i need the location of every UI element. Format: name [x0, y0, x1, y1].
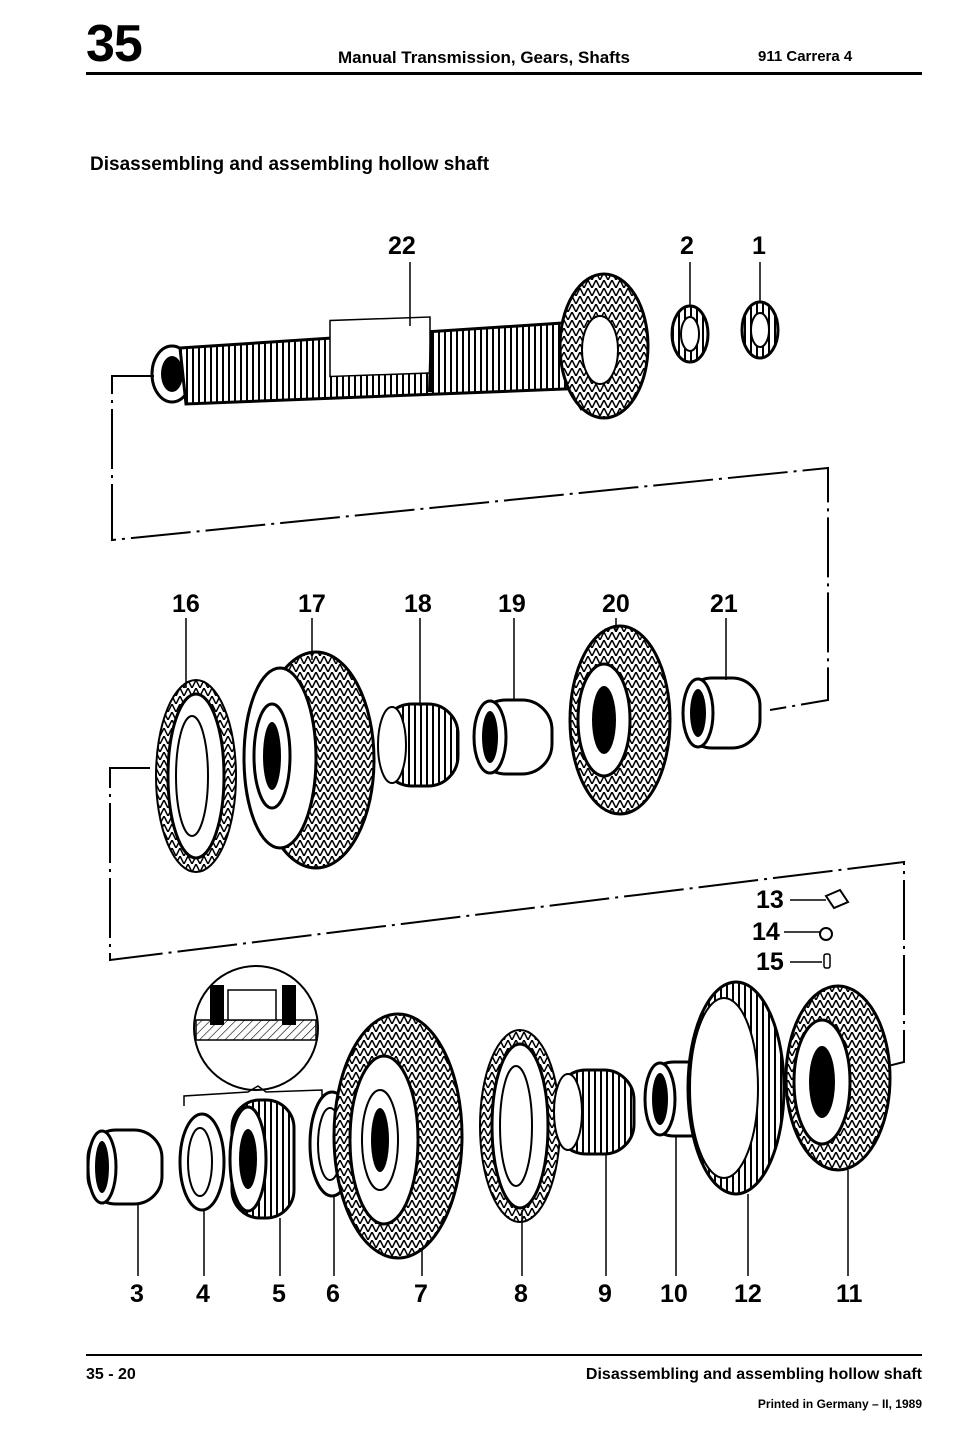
leader-lines-row1 [409, 262, 761, 326]
footer-rule [86, 1354, 922, 1356]
label-3: 3 [130, 1280, 144, 1308]
exploded-diagram: 22 2 1 16 17 18 19 20 21 13 14 15 3 4 5 … [86, 232, 905, 1308]
washer-4 [178, 1112, 226, 1212]
label-2: 2 [680, 232, 694, 260]
assembly-line-1 [111, 375, 829, 711]
label-6: 6 [326, 1280, 340, 1308]
header-title: Manual Transmission, Gears, Shafts [338, 48, 630, 67]
header-rule [86, 72, 922, 75]
label-21: 21 [710, 590, 738, 618]
header-model: 911 Carrera 4 [758, 48, 853, 65]
spring-15 [823, 953, 831, 969]
needle-bearing-18 [377, 702, 460, 788]
detail-inset [193, 965, 319, 1091]
ball-14 [819, 927, 833, 941]
roller-bearing-5 [228, 1098, 296, 1220]
label-11: 11 [836, 1280, 863, 1308]
label-16: 16 [172, 590, 200, 618]
label-18: 18 [404, 590, 432, 618]
gear-20 [568, 624, 672, 816]
label-20: 20 [602, 590, 630, 618]
sliding-sleeve-12 [686, 980, 786, 1196]
leader-lines-row3 [137, 1136, 849, 1276]
label-19: 19 [498, 590, 526, 618]
label-7: 7 [414, 1280, 428, 1308]
page-title: Disassembling and assembling hollow shaf… [90, 154, 490, 175]
label-17: 17 [298, 590, 326, 618]
footer-page-number: 35 - 20 [86, 1366, 136, 1383]
needle-bearing-1 [740, 300, 780, 360]
sliding-key-13 [824, 888, 850, 910]
footer-print-info: Printed in Germany – II, 1989 [757, 1397, 922, 1411]
label-8: 8 [514, 1280, 528, 1308]
label-22: 22 [388, 232, 416, 260]
needle-bearing-9 [553, 1068, 636, 1156]
gear-7 [332, 1012, 464, 1260]
label-4: 4 [196, 1280, 210, 1308]
needle-bearing-2 [670, 304, 710, 364]
label-10: 10 [660, 1280, 688, 1308]
leader-lines-small-parts [784, 899, 826, 963]
chapter-number: 35 [86, 15, 143, 73]
hollow-shaft [150, 272, 650, 420]
detail-bracket [183, 1085, 323, 1106]
gear-17 [242, 650, 376, 870]
sleeve-19 [472, 698, 554, 776]
synchro-hub-11 [784, 984, 892, 1172]
label-15: 15 [756, 948, 784, 976]
label-12: 12 [734, 1280, 762, 1308]
sleeve-3 [86, 1128, 164, 1206]
synchro-ring-16 [155, 679, 237, 873]
part-numbers: 22 2 1 16 17 18 19 20 21 13 14 15 3 4 5 … [130, 232, 863, 1308]
footer-section-title: Disassembling and assembling hollow shaf… [585, 1366, 922, 1383]
leader-lines-row2 [185, 618, 727, 706]
sleeve-21 [681, 676, 762, 750]
label-1: 1 [752, 232, 766, 260]
label-13: 13 [756, 886, 784, 914]
assembly-line-2 [109, 767, 905, 1067]
label-5: 5 [272, 1280, 286, 1308]
label-9: 9 [598, 1280, 612, 1308]
synchro-ring-8 [479, 1029, 561, 1223]
label-14: 14 [752, 918, 780, 946]
